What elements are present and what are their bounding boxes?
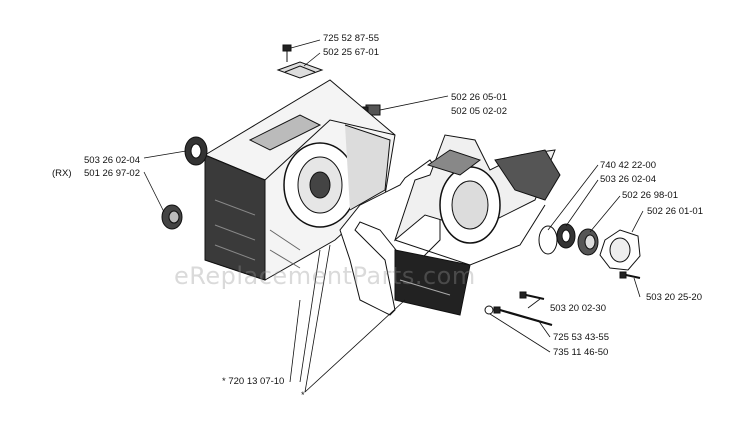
- callout-502050202: 502 05 02-02: [451, 106, 507, 117]
- callout-725534355: 725 53 43-55: [553, 332, 609, 343]
- short-bolt-part: [519, 291, 545, 300]
- top-screw-part: [282, 44, 292, 62]
- callout-735114650: 735 11 46-50: [553, 347, 609, 358]
- asterisk-marker: *: [301, 390, 305, 401]
- callout-502269801: 502 26 98-01: [622, 190, 678, 201]
- left-seal-part: [161, 204, 183, 230]
- callout-502260101: 502 26 01-01: [647, 206, 703, 217]
- cover-plate-part: [599, 229, 641, 271]
- right-seal-part: [577, 228, 599, 256]
- callout-740422200: 740 42 22-00: [600, 160, 656, 171]
- callout-502256701: 502 25 67-01: [323, 47, 379, 58]
- right-bearing-part: [556, 223, 576, 249]
- top-clip-part: [276, 61, 324, 79]
- callout-503202520: 503 20 25-20: [646, 292, 702, 303]
- callout-503260204-left: 503 26 02-04: [84, 155, 140, 166]
- right-crankcase-half: [393, 134, 561, 316]
- oring-part: [538, 225, 558, 255]
- left-crankcase-half: [204, 79, 396, 281]
- callout-501269702: 501 26 97-02: [84, 168, 140, 179]
- watermark-text: eReplacementParts.com: [174, 262, 476, 290]
- callout-720130710: * 720 13 07-10: [222, 376, 285, 387]
- rx-tag: (RX): [52, 168, 72, 179]
- long-bolt-part: [484, 305, 553, 327]
- callout-503260204-right: 503 26 02-04: [600, 174, 656, 185]
- left-bearing-part: [184, 136, 208, 166]
- leader-lines: [143, 39, 644, 393]
- callout-502260501: 502 26 05-01: [451, 92, 507, 103]
- callout-503200230: 503 20 02-30: [550, 303, 606, 314]
- callout-725528755: 725 52 87-55: [323, 33, 379, 44]
- cover-screw-part: [619, 271, 641, 279]
